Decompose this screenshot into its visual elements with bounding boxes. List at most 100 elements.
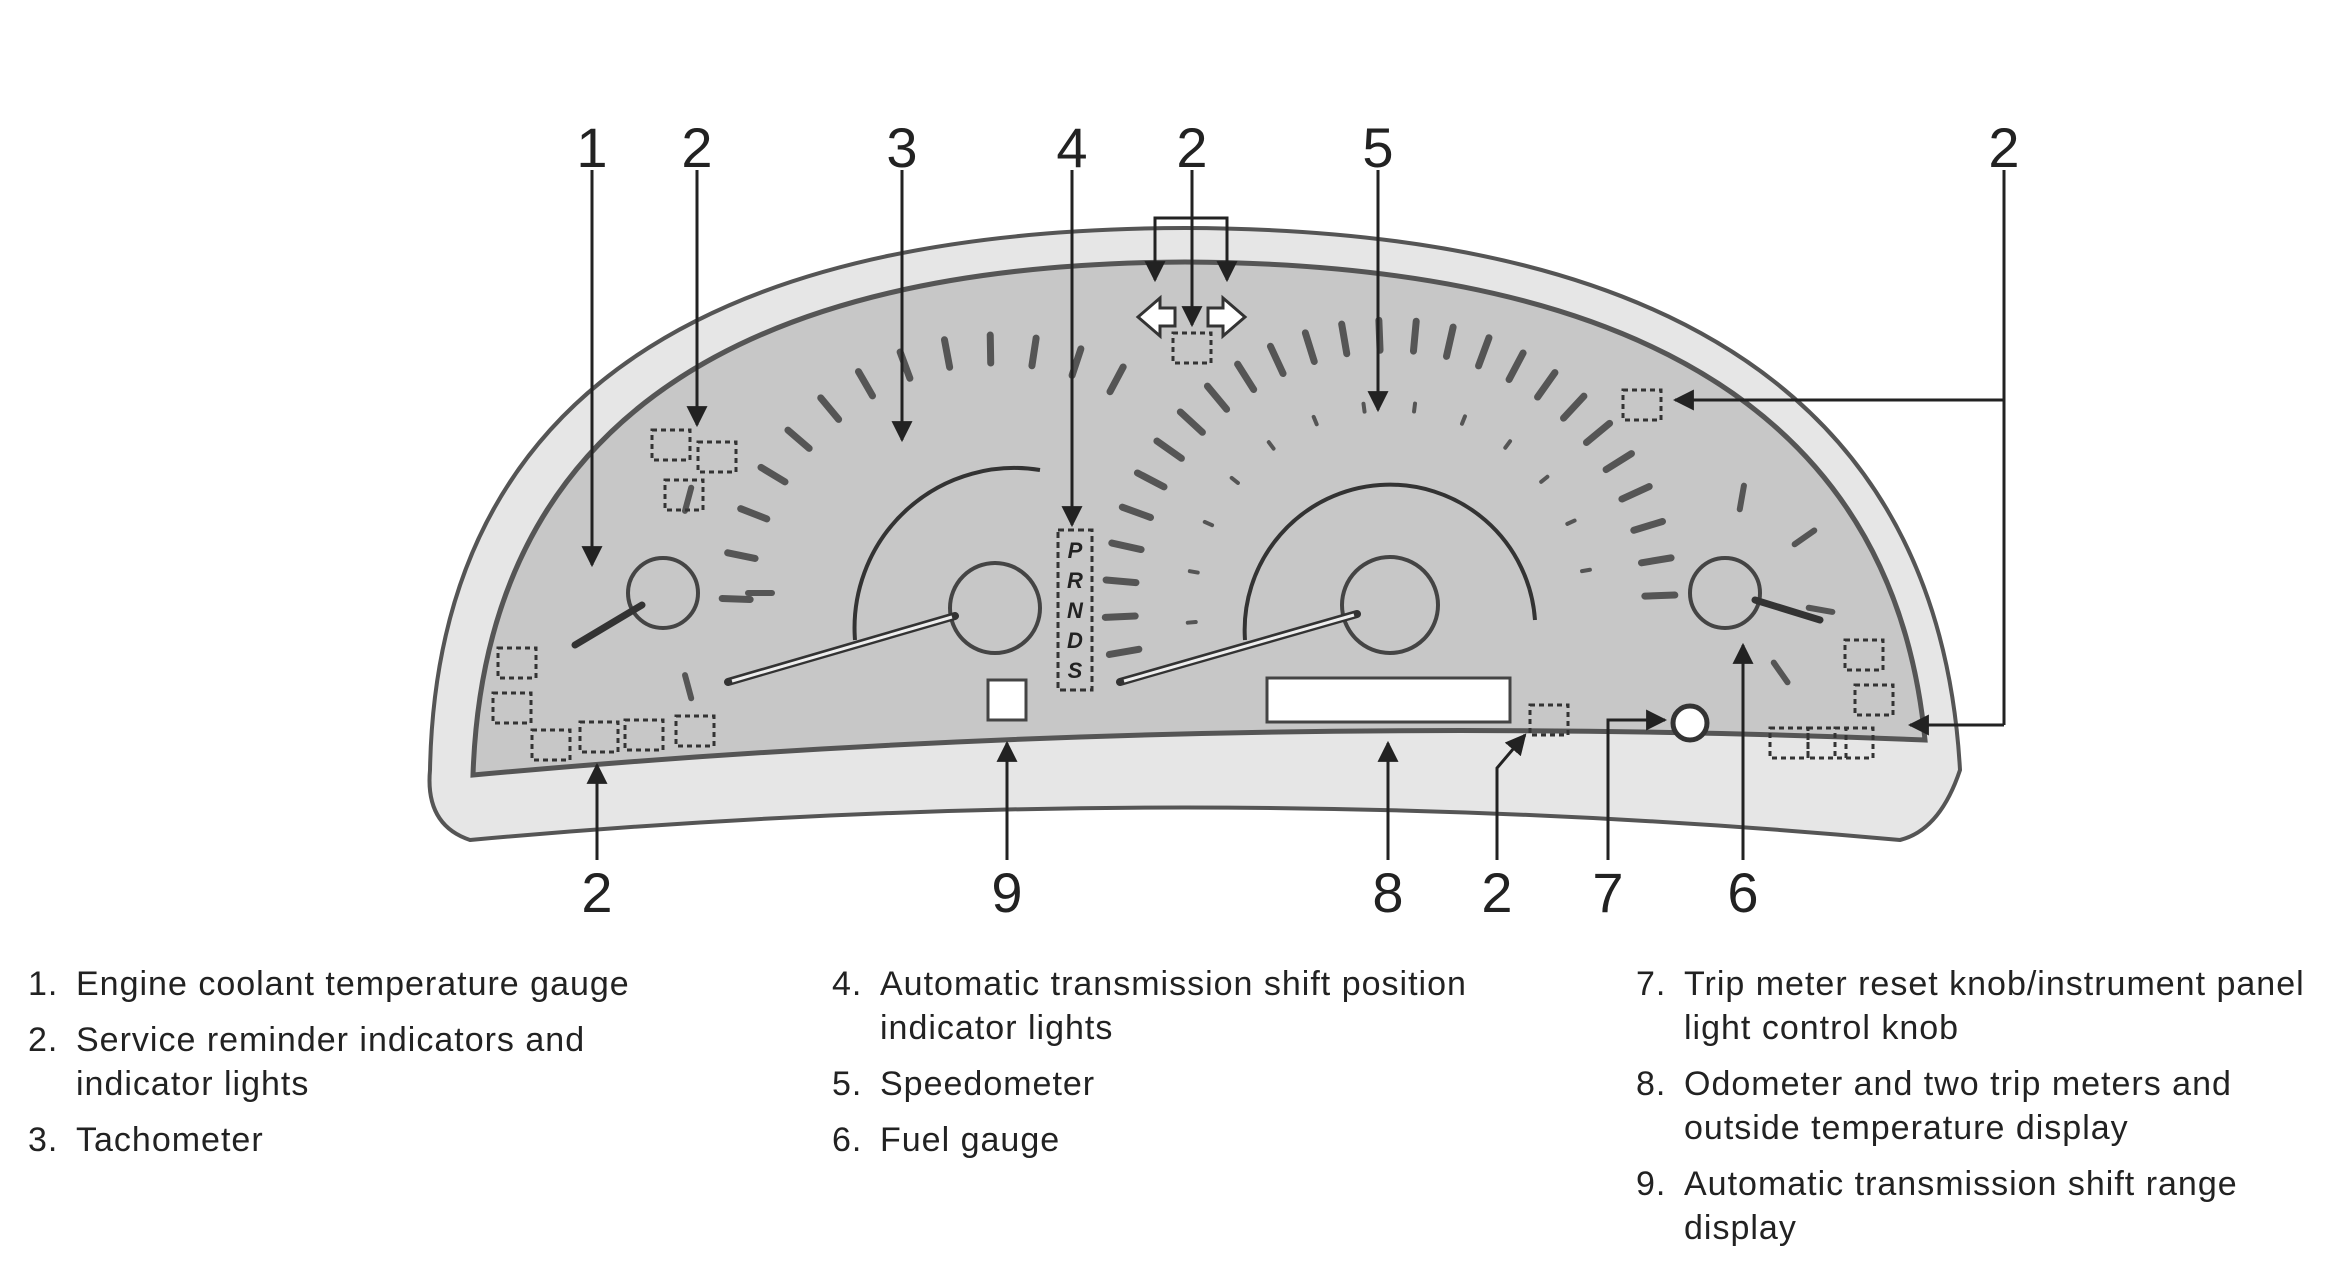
legend-item-8: 8. Odometer and two trip meters and outs… [1636,1062,2336,1150]
indicator-light-placeholder [1853,683,1895,717]
legend-text: Engine coolant temperature gauge [76,965,630,1003]
speedometer-minor-tick [1229,475,1240,485]
shift-letter-d: D [1067,628,1083,653]
legend-number: 2. [28,1021,59,1059]
speedometer-tick [1582,419,1614,446]
fuel-tick [1770,659,1791,686]
callout-2-top-center: 2 [1176,116,1207,179]
fuel-tick [1791,527,1818,548]
indicator-light-placeholder [674,714,716,748]
speedometer-hub [1340,555,1440,655]
tachometer-tick [784,426,813,452]
tachometer-tick [855,368,876,400]
legend-number: 1. [28,965,59,1003]
coolant-gauge-hub [626,556,700,630]
speedometer-minor-tick [1266,440,1276,451]
speedometer-tick [1108,539,1145,554]
legend-number: 6. [832,1121,863,1159]
legend-text: Automatic transmission shift range displ… [1684,1165,2238,1247]
callout-8: 8 [1372,861,1403,924]
callout-7: 7 [1592,861,1623,924]
shift-letter-p: P [1068,538,1083,563]
tachometer-tick [940,336,954,371]
legend-item-2: 2. Service reminder indicators and indic… [28,1018,728,1106]
odometer-display [1265,676,1512,724]
tachometer-tick [1028,334,1040,370]
legend-number: 5. [832,1065,863,1103]
speedometer-minor-tick [1565,518,1577,526]
speedometer-tick [1203,382,1231,413]
legend-text: Service reminder indicators and indicato… [76,1021,586,1103]
callout-4: 4 [1056,116,1087,179]
legend-number: 7. [1636,965,1667,1003]
legend-number: 9. [1636,1165,1667,1203]
indicator-light-placeholders [491,331,1895,762]
tachometer-needle-inner [731,615,953,683]
legend-text: Odometer and two trip meters and outside… [1684,1065,2232,1147]
legend-item-9: 9. Automatic transmission shift range di… [1636,1162,2336,1250]
indicator-light-placeholder [1768,726,1810,760]
tachometer-tick [724,549,759,562]
callout-2-top-left: 2 [681,116,712,179]
shift-indicator-frame [1056,528,1094,692]
speedometer-minor-tick [1580,567,1592,574]
indicator-light-placeholder [578,720,620,754]
trip-reset-knob [1670,703,1710,743]
legend-number: 8. [1636,1065,1667,1103]
speedometer-minor-tick [1412,401,1418,414]
shift-range-display [986,678,1028,722]
callout-6: 6 [1727,861,1758,924]
tachometer-hub [948,561,1042,655]
speedometer-minor-tick [1187,569,1200,575]
speedometer-tick [1105,645,1143,658]
speedometer-tick [1505,349,1527,384]
callout-3: 3 [886,116,917,179]
speedometer-needle-inner [1123,613,1355,683]
legend-text: Tachometer [76,1121,264,1159]
legend-number: 4. [832,965,863,1003]
tachometer-tick [757,463,789,486]
leader-lines [581,170,2006,860]
indicator-light-placeholder [1833,726,1875,760]
fuel-gauge-hub [1688,556,1762,630]
speedometer-minor-tick [1539,474,1550,484]
tachometer-tick [718,594,754,603]
speedometer-tick [1153,437,1185,462]
speedometer-tick [1118,503,1155,521]
speedometer-tick [1442,323,1457,360]
indicator-light-placeholder [530,728,572,762]
legend-column-1: 1. Engine coolant temperature gauge 2. S… [28,962,728,1174]
speedometer-tick [1618,483,1653,503]
coolant-tick [681,672,695,702]
callout-2-bottom-left: 2 [581,861,612,924]
shift-letter-n: N [1067,598,1084,623]
coolant-needle [571,601,646,649]
speedometer-minor-tick [1459,414,1467,426]
tachometer-tick [817,394,843,423]
speedometer-tick [1301,329,1318,366]
tachometer-tick [737,505,771,523]
right-turn-signal-icon [1206,294,1248,340]
speedometer-tick [1101,612,1139,621]
legend-column-2: 4. Automatic transmission shift position… [832,962,1532,1174]
callout-2-top-right: 2 [1988,116,2019,179]
callout-9: 9 [991,861,1022,924]
speedometer-minor-tick [1361,401,1367,414]
speedometer-minor-tick [1185,619,1198,625]
legend-text: Automatic transmission shift position in… [880,965,1467,1047]
legend-item-4: 4. Automatic transmission shift position… [832,962,1532,1050]
legend-item-6: 6. Fuel gauge [832,1118,1532,1162]
indicator-light-placeholder [1806,726,1848,760]
fuel-needle [1751,596,1824,624]
tachometer-tick [1106,363,1127,396]
left-turn-signal-icon [1135,294,1177,340]
indicator-light-placeholder [1843,638,1885,672]
speedometer-tick [1409,317,1420,355]
legend-item-3: 3. Tachometer [28,1118,728,1162]
legend-item-1: 1. Engine coolant temperature gauge [28,962,728,1006]
indicator-light-placeholder [663,478,705,512]
coolant-tick [681,484,695,514]
speedometer-tick [1534,369,1559,401]
